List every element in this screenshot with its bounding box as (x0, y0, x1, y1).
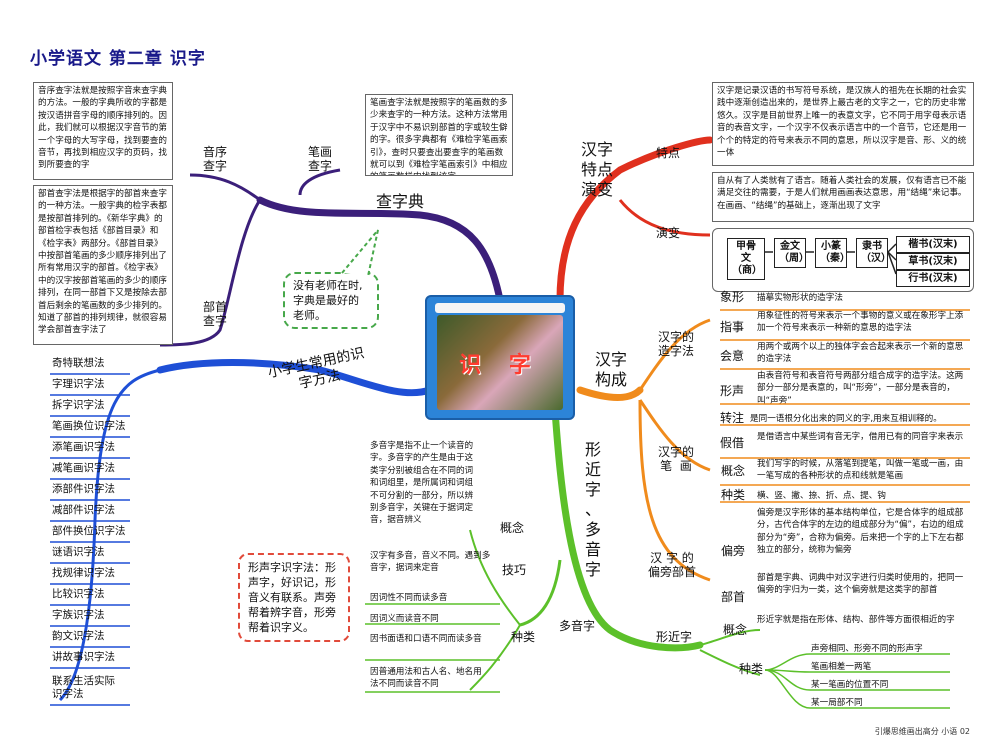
formation-text: 用象征性的符号来表示一个事物的意义或在象形字上添加一个符号来表示一种新的意思的造… (757, 311, 964, 334)
method-item: 韵文识字法 (52, 630, 105, 642)
method-item: 笔画换位识字法 (52, 420, 126, 432)
duoyin-skill-label: 技巧 (501, 563, 526, 577)
stroke-concept-text: 我们写字的时候，从落笔到提笔，叫做一笔或一画，由一笔写成的各种形状的点和线就是笔… (757, 459, 964, 482)
formation-text: 由表音符号和表音符号两部分组合成字的造字法。这两部分一部分是表意的，叫“形旁”，… (757, 371, 964, 406)
formation-name: 指事 (719, 320, 744, 334)
duoyin-kinds-label: 种类 (510, 630, 535, 644)
feature-point-label: 特点 (655, 146, 680, 160)
method-item: 字理识字法 (52, 378, 105, 390)
duoyin-kind: 因普通用法和古人名、地名用法不同而读音不同 (370, 667, 482, 690)
xingjin-concept-text: 形近字就是指在形体、结构、部件等方面很相近的字 (757, 615, 955, 625)
teacher-bubble: 没有老师在时,字典是最好的老师。 (283, 272, 379, 329)
duoyin-concept-text: 多音字是指不止一个读音的字。多音字的产生是由于这类字分别被组合在不同的词和词组里… (370, 441, 474, 526)
evolution-label: 演变 (655, 226, 680, 240)
method-item: 比较识字法 (52, 588, 105, 600)
duoyin-skill-text: 汉字有多音，音义不同。遇到多音字，据词来定音 (370, 551, 491, 574)
chain-arrows (765, 243, 897, 275)
footer-text: 引爆思维画出高分 小语 02 (874, 727, 970, 736)
method-item: 讲故事识字法 (52, 651, 115, 663)
xingjin-kind-lines (764, 653, 950, 709)
bushou-text: 部首是字典、词典中对汉字进行归类时使用的，把同一偏旁的字归为一类，这个偏旁就是这… (757, 573, 964, 596)
features-label: 汉字 特点 演变 (580, 140, 613, 199)
method-item: 减部件识字法 (52, 504, 115, 516)
method-item: 减笔画识字法 (52, 462, 115, 474)
pianpang-text: 偏旁是汉字形体的基本结构单位，它是合体字的组成部分，古代合体字的左边的组成部分为… (757, 508, 964, 556)
method-item: 奇特联想法 (52, 357, 105, 369)
formation-text: 用两个或两个以上的独体字会合起来表示一个新的意思的造字法 (757, 342, 964, 365)
methods-list: 奇特联想法 字理识字法 拆字识字法 笔画换位识字法 添笔画识字法 减笔画识字法 … (0, 0, 126, 700)
radical-lookup-label: 部首 查字 (202, 300, 227, 328)
stroke-lookup-text: 笔画查字法就是按照字的笔画数的多少来查字的一种方法。这种方法常用于汉字中不易识别… (365, 94, 513, 176)
method-underlines (50, 373, 130, 706)
radical-section-label: 汉 字 的 偏旁部首 (647, 551, 696, 579)
method-item: 谜语识字法 (52, 546, 105, 558)
formation-name: 会意 (719, 349, 744, 363)
stroke-kinds-label: 种类 (720, 488, 745, 502)
xingjin-kind: 某一局部不同 (811, 698, 863, 708)
evolution-text: 自从有了人类就有了语言。随着人类社会的发展，仅有语言已不能满足交往的需要，于是人… (712, 172, 974, 222)
center-card: 识 字 (425, 295, 575, 420)
later-script: 草书(汉末) (896, 253, 970, 270)
formation-text: 是同一语根分化出来的同义的字,用来互相训释的。 (750, 414, 942, 424)
xingjin-concept-label: 概念 (722, 623, 747, 637)
duoyin-concept-label: 概念 (499, 521, 524, 535)
method-item: 联系生活实际 识字法 (52, 675, 115, 700)
method-item: 部件换位识字法 (52, 525, 126, 537)
formation-name: 形声 (719, 384, 744, 398)
method-item: 添部件识字法 (52, 483, 115, 495)
formation-dividers (720, 309, 970, 503)
duoyin-label: 多音字 (558, 619, 595, 633)
phonetic-lookup-label: 音序 查字 (202, 145, 227, 173)
later-script: 楷书(汉末) (896, 236, 970, 253)
feature-point-text: 汉字是记录汉语的书写符号系统，是汉族人的祖先在长期的社会实践中逐渐创造出来的，是… (712, 82, 974, 166)
phono-semantic-note: 形声字识字法：形声字，好识记，形音义有联系。声旁帮着辨字音，形旁帮着识字义。 (238, 553, 350, 642)
formation-label: 汉字的 造字法 (657, 330, 694, 358)
method-item: 找规律识字法 (52, 567, 115, 579)
stroke-kinds-text: 横、竖、撇、捺、折、点、提、钩 (757, 491, 886, 501)
method-item: 字族识字法 (52, 609, 105, 621)
chain-item: 金文（周） (774, 238, 809, 268)
xingjin-kinds-label: 种类 (738, 662, 763, 676)
method-item: 拆字识字法 (52, 399, 105, 411)
method-item: 添笔画识字法 (52, 441, 115, 453)
formation-name: 假借 (719, 436, 744, 450)
stroke-concept-label: 概念 (720, 464, 745, 478)
chain-item: 隶书（汉） (856, 238, 891, 268)
xingjin-kind: 笔画相差一两笔 (811, 662, 872, 672)
duoyin-kind: 因书面语和口语不同而读多音 (370, 634, 482, 644)
structure-label: 汉字 构成 (594, 350, 627, 389)
formation-name: 转注 (719, 411, 744, 425)
xingjin-kind: 声旁相同、形旁不同的形声字 (811, 644, 923, 654)
duoyin-kind-dividers (365, 603, 500, 693)
formation-text: 描摹实物形状的造字法 (757, 293, 843, 303)
chain-item: 甲骨文（商） (727, 238, 765, 280)
phonetic-lookup-text: 音序查字法就是按照字音来查字典的方法。一般的字典所收的字都是按汉语拼音字母的顺序… (33, 82, 173, 180)
pianpang-label: 偏旁 (720, 544, 745, 558)
similar-label: 形 近 字 、 多 音 字 (584, 440, 601, 579)
center-label: 识 字 (459, 352, 541, 378)
xingjin-label: 形近字 (655, 630, 692, 644)
bubble-tail (341, 229, 379, 277)
xingjin-kind: 某一笔画的位置不同 (811, 680, 889, 690)
formation-text: 是借语言中某些词有音无字，借用已有的同音字来表示 (757, 432, 964, 442)
strokes-label: 汉字的 笔 画 (657, 445, 694, 473)
stroke-lookup-label: 笔画 查字 (307, 145, 332, 173)
lookup-label: 查字典 (375, 192, 424, 211)
later-script: 行书(汉末) (896, 270, 970, 287)
page-title: 小学语文 第二章 识字 (30, 49, 206, 69)
bushou-label: 部首 (720, 590, 745, 604)
duoyin-kind: 因词性不同而读多音 (370, 593, 448, 603)
formation-name: 象形 (719, 290, 744, 304)
radical-lookup-text: 部首查字法是根据字的部首来查字的一种方法。一般字典的检字表都是按部首排列的。《新… (33, 185, 173, 345)
chain-item: 小篆（秦） (815, 238, 850, 268)
duoyin-kind: 因词义而读音不同 (370, 614, 439, 624)
